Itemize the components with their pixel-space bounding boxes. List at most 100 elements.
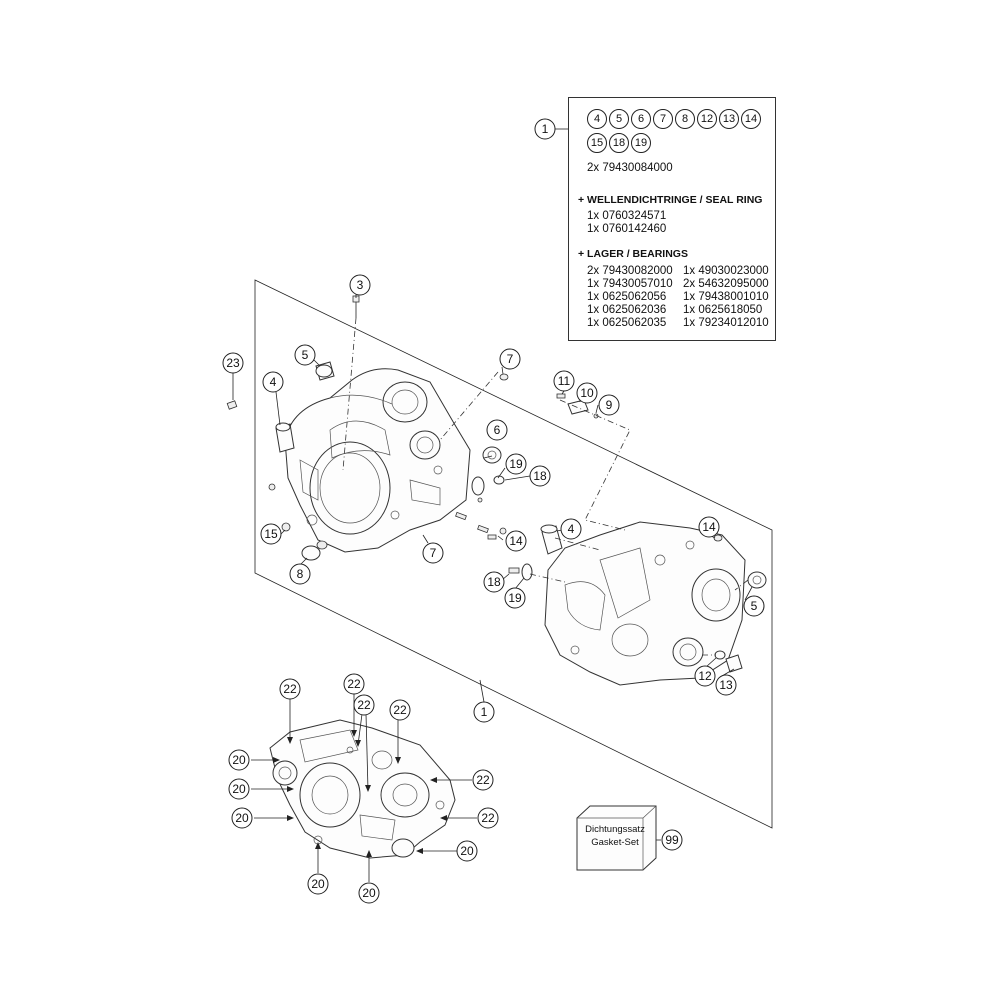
callout-5-left: 5: [294, 344, 316, 366]
legend-item-number: 18: [609, 133, 629, 153]
right-crankcase-half: [544, 521, 746, 686]
svg-text:7: 7: [430, 546, 437, 560]
svg-text:19: 19: [509, 457, 523, 471]
seal-part-1: 1x 0760324571: [587, 210, 667, 222]
svg-text:22: 22: [476, 773, 490, 787]
callout-8: 8: [289, 563, 311, 585]
callout-20-b: 20: [228, 778, 250, 800]
callout-19-top: 19: [505, 453, 527, 475]
svg-text:14: 14: [702, 520, 716, 534]
callout-22-c: 22: [353, 694, 375, 716]
svg-text:12: 12: [698, 669, 712, 683]
svg-text:10: 10: [580, 386, 594, 400]
callout-20-f: 20: [358, 882, 380, 904]
legend-item-number: 4: [587, 109, 607, 129]
callout-12: 12: [694, 665, 716, 687]
svg-text:20: 20: [460, 844, 474, 858]
svg-text:5: 5: [751, 599, 758, 613]
bearing-part: 1x 79234012010: [683, 317, 769, 329]
callout-14-mid: 14: [505, 530, 527, 552]
svg-text:4: 4: [270, 375, 277, 389]
bearing-part: 2x 54632095000: [683, 278, 769, 290]
svg-text:22: 22: [481, 811, 495, 825]
legend-item-number: 7: [653, 109, 673, 129]
svg-text:8: 8: [297, 567, 304, 581]
svg-text:20: 20: [232, 782, 246, 796]
leader-arrowheads: [273, 730, 447, 857]
callout-5-right: 5: [743, 595, 765, 617]
callout-15: 15: [260, 523, 282, 545]
legend-item-number: 19: [631, 133, 651, 153]
svg-text:20: 20: [235, 811, 249, 825]
callout-20-e: 20: [307, 873, 329, 895]
callout-14-right: 14: [698, 516, 720, 538]
callout-7-bottom: 7: [422, 542, 444, 564]
svg-text:22: 22: [357, 698, 371, 712]
bearing-part: 1x 79430057010: [587, 278, 673, 290]
seal-ring-heading: + WELLENDICHTRINGE / SEAL RING: [578, 194, 763, 206]
legend-item-number: 12: [697, 109, 717, 129]
callout-11: 11: [553, 370, 575, 392]
callout-99: 99: [661, 829, 683, 851]
gasket-label-en: Gasket-Set: [591, 837, 639, 848]
bearing-part: 1x 0625062035: [587, 317, 667, 329]
bearings-heading: + LAGER / BEARINGS: [578, 248, 688, 260]
callout-20-d: 20: [456, 840, 478, 862]
callout-22-e: 22: [472, 769, 494, 791]
legend-item-number: 13: [719, 109, 739, 129]
callout-4-left: 4: [262, 371, 284, 393]
svg-text:9: 9: [606, 398, 613, 412]
svg-text:11: 11: [558, 374, 571, 388]
bearing-part: 1x 0625618050: [683, 304, 763, 316]
callout-13: 13: [715, 674, 737, 696]
legend-item-number: 6: [631, 109, 651, 129]
callout-6: 6: [486, 419, 508, 441]
svg-text:7: 7: [507, 352, 514, 366]
svg-text:3: 3: [357, 278, 364, 292]
callout-19-right: 19: [504, 587, 526, 609]
callout-22-f: 22: [477, 807, 499, 829]
svg-text:6: 6: [494, 423, 501, 437]
svg-text:1: 1: [542, 122, 549, 136]
svg-text:22: 22: [283, 682, 297, 696]
svg-text:22: 22: [347, 677, 361, 691]
callout-1-legend: 1: [534, 118, 556, 140]
callout-18-top: 18: [529, 465, 551, 487]
left-crankcase-half: [284, 368, 471, 553]
svg-text:22: 22: [393, 703, 407, 717]
callout-22-a: 22: [279, 678, 301, 700]
bearing-part: 1x 49030023000: [683, 265, 769, 277]
callout-9: 9: [598, 394, 620, 416]
svg-text:18: 18: [487, 575, 501, 589]
callout-4-right: 4: [560, 518, 582, 540]
callout-10: 10: [576, 382, 598, 404]
loose-parts: [226, 295, 767, 673]
svg-text:23: 23: [226, 356, 240, 370]
svg-text:13: 13: [719, 678, 733, 692]
gasket-set-box: [576, 805, 657, 871]
seal-part-2: 1x 0760142460: [587, 223, 667, 235]
bearing-part: 1x 79438001010: [683, 291, 769, 303]
svg-text:19: 19: [508, 591, 522, 605]
callout-20-c: 20: [231, 807, 253, 829]
svg-text:18: 18: [533, 469, 547, 483]
svg-text:1: 1: [481, 705, 488, 719]
svg-text:15: 15: [264, 527, 278, 541]
legend-item-number: 5: [609, 109, 629, 129]
callout-23: 23: [222, 352, 244, 374]
legend-item-number: 15: [587, 133, 607, 153]
svg-text:20: 20: [362, 886, 376, 900]
svg-text:5: 5: [302, 348, 309, 362]
svg-text:4: 4: [568, 522, 575, 536]
callout-20-a: 20: [228, 749, 250, 771]
svg-text:14: 14: [509, 534, 523, 548]
assembly-frame: [254, 279, 773, 829]
callout-7-top: 7: [499, 348, 521, 370]
gasket-label-de: Dichtungssatz: [585, 824, 645, 835]
gasket-set-label: Dichtungssatz Gasket-Set: [580, 823, 650, 849]
callout-3: 3: [349, 274, 371, 296]
bearing-part: 1x 0625062056: [587, 291, 667, 303]
